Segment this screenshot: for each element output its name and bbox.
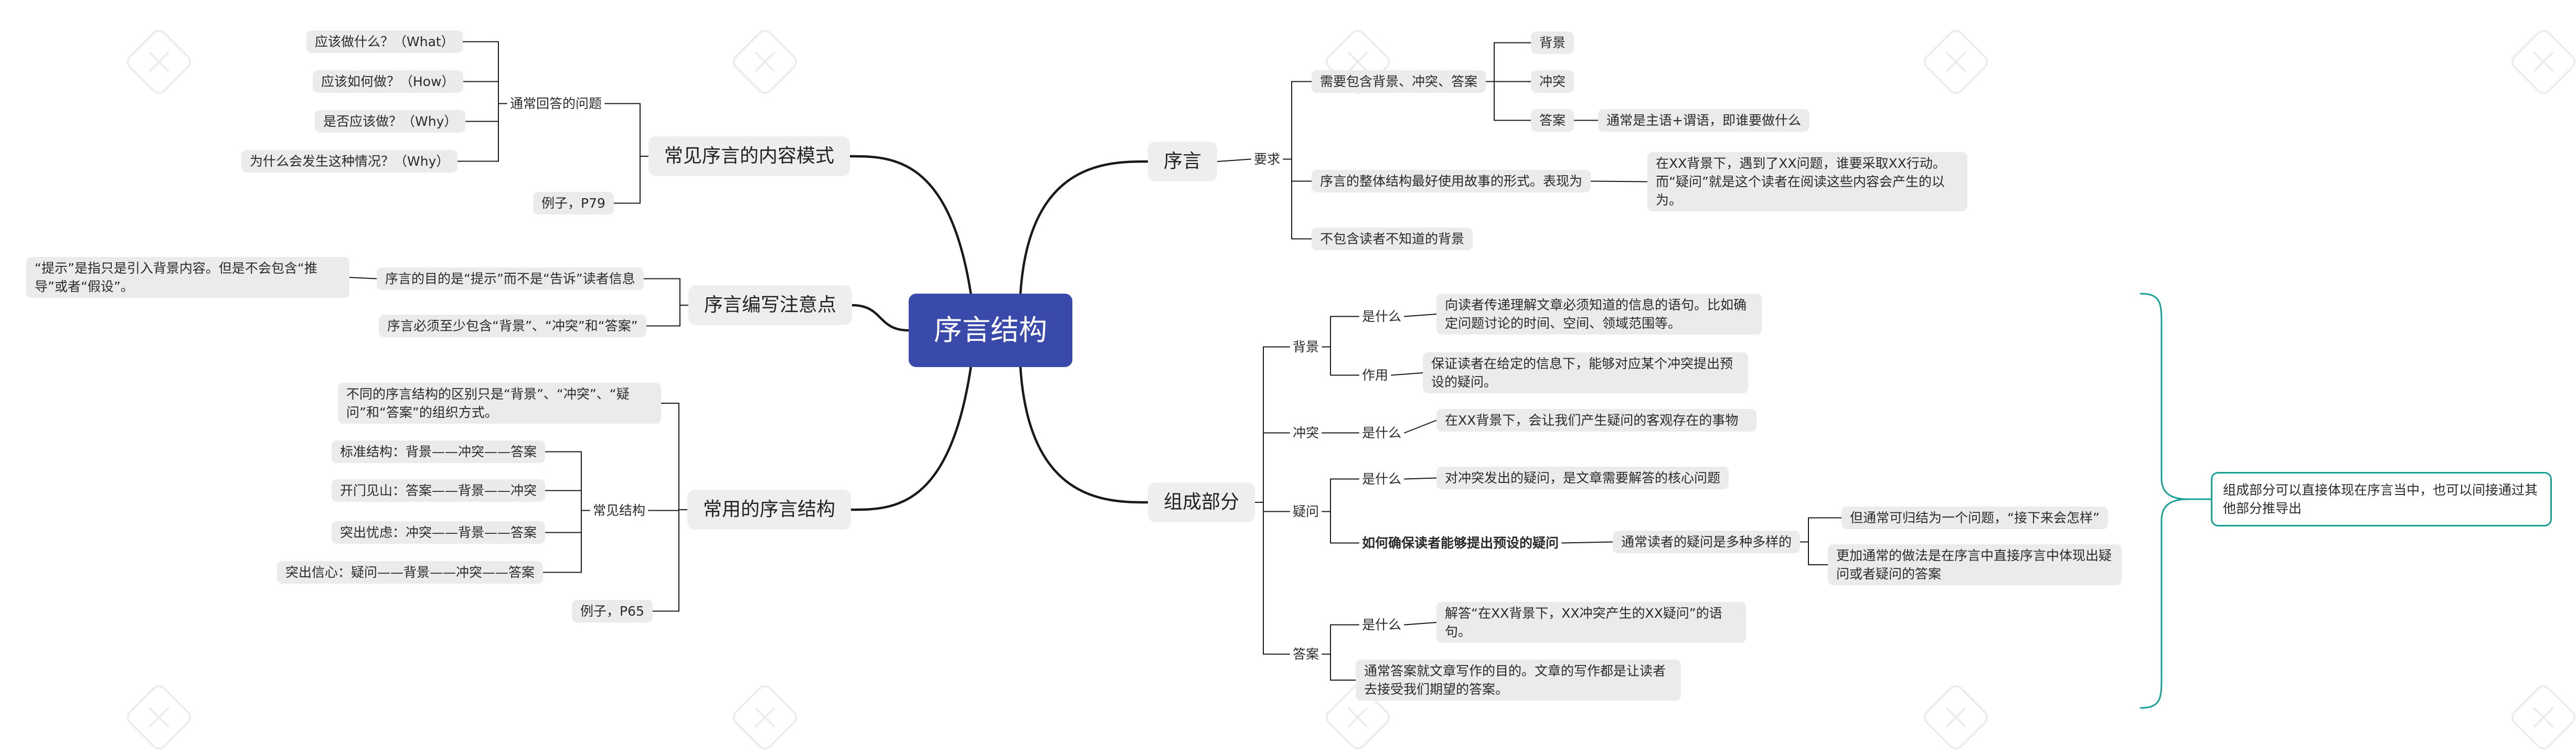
pattern-q-how[interactable]: 应该如何做？（How） [313,70,463,93]
preface-no-unknown-bg[interactable]: 不包含读者不知道的背景 [1312,228,1473,250]
preface-story-form[interactable]: 序言的整体结构最好使用故事的形式。表现为 [1312,170,1591,192]
component-bg-purpose[interactable]: 作用 [1362,368,1389,383]
root-topic[interactable]: 序言结构 [909,294,1072,367]
preface-requirement[interactable]: 要求 [1254,152,1281,167]
topic-common-structures[interactable]: 常用的序言结构 [687,490,851,530]
structure-common[interactable]: 常见结构 [593,503,646,518]
structure-difference[interactable]: 不同的序言结构的区别只是“背景”、“冲突”、“疑问”和“答案”的组织方式。 [338,383,661,424]
component-answer-what-desc[interactable]: 解答“在XX背景下，XX冲突产生的XX疑问”的语句。 [1436,602,1746,643]
root-branch-line [849,360,973,511]
tree-connector [1404,314,1437,317]
root-branch-line [848,155,973,300]
pattern-q-what[interactable]: 应该做什么？（What） [306,30,463,53]
mind-map-canvas: 序言结构 序言 组成部分 常见序言的内容模式 序言编写注意点 常用的序言结构 要… [0,0,2576,735]
topic-content-patterns[interactable]: 常见序言的内容模式 [648,136,850,176]
component-question-how-b[interactable]: 更加通常的做法是在序言中直接序言中体现出疑问或者疑问的答案 [1828,544,2122,585]
preface-must-include[interactable]: 需要包含背景、冲突、答案 [1312,70,1486,93]
component-question-what-desc[interactable]: 对冲突发出的疑问，是文章需要解答的核心问题 [1436,467,1729,489]
component-question-what[interactable]: 是什么 [1362,471,1402,487]
component-answer-goal[interactable]: 通常答案就文章写作的目的。文章的写作都是让读者去接受我们期望的答案。 [1356,660,1681,701]
pattern-q-whether[interactable]: 是否应该做？（Why） [315,110,466,133]
component-conflict[interactable]: 冲突 [1293,425,1319,440]
root-branch-line [1018,355,1149,504]
tree-connector [1391,372,1423,376]
structure-standard[interactable]: 标准结构：背景——冲突——答案 [332,440,546,463]
component-bg-what[interactable]: 是什么 [1362,309,1402,324]
component-conflict-what[interactable]: 是什么 [1362,425,1402,440]
tree-connector [1561,541,1613,544]
preface-answer[interactable]: 答案 [1531,109,1574,132]
tree-connector [1217,158,1251,162]
component-bg-purpose-desc[interactable]: 保证读者在给定的信息下，能够对应某个冲突提出预设的疑问。 [1423,352,1748,393]
component-conflict-what-desc[interactable]: 在XX背景下，会让我们产生疑问的客观存在的事物 [1436,409,1757,432]
note-hint-not-tell[interactable]: 序言的目的是“提示”而不是“告诉”读者信息 [377,267,644,290]
preface-answer-desc[interactable]: 通常是主语+谓语，即谁要做什么 [1598,109,1809,132]
pattern-q-why[interactable]: 为什么会发生这种情况？（Why） [241,150,458,173]
pattern-common-questions[interactable]: 通常回答的问题 [510,96,602,111]
tree-connector [1590,180,1648,182]
tree-connector [1404,622,1437,626]
structure-direct[interactable]: 开门见山：答案——背景——冲突 [332,479,546,502]
component-bg-what-desc[interactable]: 向读者传递理解文章必须知道的信息的语句。比如确定问题讨论的时间、空间、领域范围等… [1436,294,1762,335]
note-must-include[interactable]: 序言必须至少包含“背景”、“冲突”和“答案” [379,315,646,337]
component-answer[interactable]: 答案 [1293,647,1319,662]
preface-story-desc[interactable]: 在XX背景下，遇到了XX问题，谁要采取XX行动。而“疑问”就是这个读者在阅读这些… [1647,152,1967,211]
root-branch-line [850,304,910,332]
structure-confidence[interactable]: 突出信心：疑问——背景——冲突——答案 [277,561,544,584]
component-question-how[interactable]: 如何确保读者能够提出预设的疑问 [1362,535,1559,551]
component-background[interactable]: 背景 [1293,339,1319,354]
root-branch-line [1018,160,1149,306]
preface-background[interactable]: 背景 [1531,31,1574,54]
topic-components[interactable]: 组成部分 [1148,482,1255,522]
topic-writing-notes[interactable]: 序言编写注意点 [688,285,853,325]
structure-example[interactable]: 例子，P65 [572,600,653,622]
component-question[interactable]: 疑问 [1293,504,1319,519]
component-question-how-desc[interactable]: 通常读者的疑问是多种多样的 [1613,531,1801,553]
structure-concern[interactable]: 突出忧虑：冲突——背景——答案 [332,521,546,544]
summary-note[interactable]: 组成部分可以直接体现在序言当中，也可以间接通过其他部分推导出 [2211,472,2552,526]
pattern-example[interactable]: 例子，P79 [533,192,614,214]
connector-lines [349,41,2212,709]
summary-bracket [2139,293,2188,709]
tree-connector [1404,419,1437,434]
note-hint-desc[interactable]: “提示”是指只是引入背景内容。但是不会包含“推导”或者“假设”。 [26,257,349,298]
tree-connector [349,277,377,279]
preface-conflict[interactable]: 冲突 [1531,70,1574,93]
component-answer-what[interactable]: 是什么 [1362,617,1402,632]
component-question-how-a[interactable]: 但通常可归结为一个问题，“接下来会怎样” [1841,507,2108,529]
tree-connector [1404,477,1437,480]
topic-preface[interactable]: 序言 [1148,142,1218,181]
